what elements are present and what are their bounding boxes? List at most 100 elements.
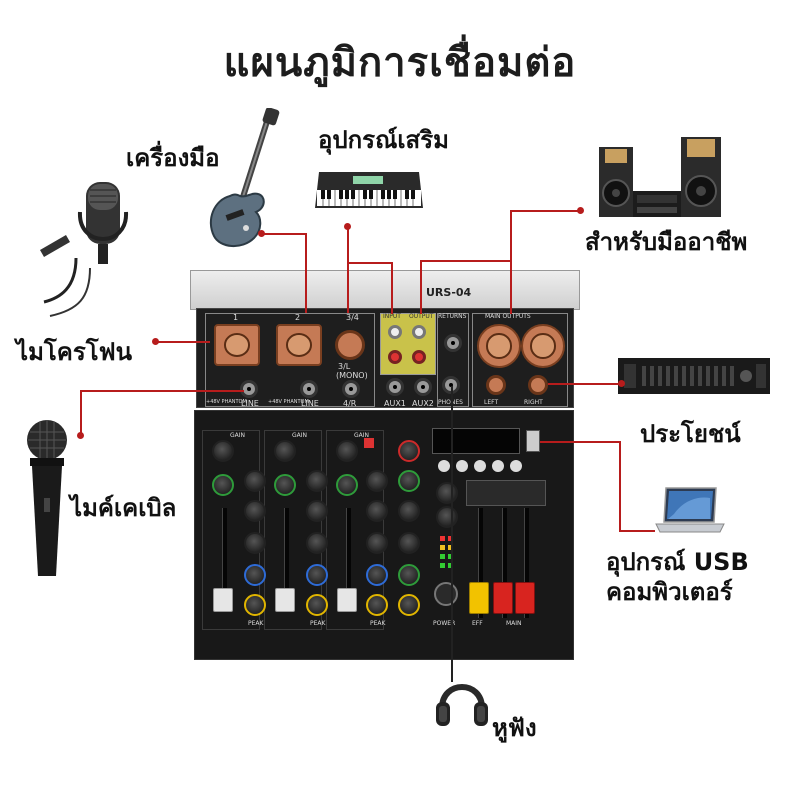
wire-cable-mic-h [80,390,244,392]
knob-ch1-b[interactable] [244,470,266,492]
media-btn-5[interactable] [510,460,522,472]
phones-label: PHONES [438,399,463,406]
knob-gain-2[interactable] [274,440,296,462]
amplifier-icon [618,358,770,394]
knob-ch34-a[interactable] [336,474,358,496]
knob-gain-34[interactable] [336,440,358,462]
dot-cable-mic [77,432,84,439]
fader-cap-2[interactable] [275,588,295,612]
ch1-label: 1 [233,313,239,322]
input-section-frame [205,313,375,407]
xlr-main-right[interactable] [521,324,565,368]
usb-port[interactable] [526,430,540,452]
fader-track-eff [478,508,483,618]
knob-ch2-d[interactable] [306,532,328,554]
mono-l-label: 3/L [338,362,351,371]
jack-line-1[interactable] [240,380,258,398]
fader-track-main-l [502,508,507,618]
fader-cap-eff[interactable] [469,582,489,614]
knob-efx-1[interactable] [398,440,420,462]
jack-3l-mono[interactable] [335,330,365,360]
gain-label-2: GAIN [292,432,308,439]
xlr-input-2[interactable] [276,324,322,366]
rca-in-white[interactable] [388,325,402,339]
fader-cap-main-r[interactable] [515,582,535,614]
aux2-label: AUX2 [412,399,434,408]
ch34-red-button[interactable] [364,438,374,448]
gain-label-34: GAIN [354,432,370,439]
returns-frame [437,313,469,407]
right-label: RIGHT [524,399,543,406]
jack-aux2[interactable] [414,378,432,396]
media-btn-2[interactable] [456,460,468,472]
fader-track-34 [346,508,351,612]
knob-ch2-f[interactable] [306,594,328,616]
wire-amplifier [548,383,620,385]
label-accessory: อุปกรณ์เสริม [318,126,449,154]
knob-ch2-b[interactable] [306,470,328,492]
left-label: LEFT [484,399,499,406]
knob-ch34-f[interactable] [366,594,388,616]
knob-ch1-d[interactable] [244,532,266,554]
wire-professional-h2 [420,260,512,262]
knob-rec[interactable] [436,506,458,528]
rca-out-white[interactable] [412,325,426,339]
wire-usb-h2 [619,530,655,532]
rca-out-red[interactable] [412,350,426,364]
fader-cap-main-l[interactable] [493,582,513,614]
knob-efx-5[interactable] [398,564,420,586]
knob-efx-6[interactable] [398,594,420,616]
line-label-2: LINE [301,399,319,408]
jack-returns[interactable] [444,334,462,352]
channel-strip-2 [264,430,322,630]
r4-label: 4/R [343,399,357,408]
knob-ch34-e[interactable] [366,564,388,586]
channel-strip-34 [326,430,384,630]
wire-instrument-v [305,233,307,313]
wire-usb-v [619,441,621,531]
wire-cable-mic-v [80,390,82,434]
rca-in-red[interactable] [388,350,402,364]
headphones-icon [436,684,488,726]
input-label: INPUT [383,313,401,320]
fader-cap-1[interactable] [213,588,233,612]
knob-ch2-c[interactable] [306,500,328,522]
knob-efx-4[interactable] [398,532,420,554]
wire-professional-v2 [420,260,422,314]
knob-ch34-d[interactable] [366,532,388,554]
label-usb-device: อุปกรณ์ USB [606,548,749,576]
knob-ch34-c[interactable] [366,500,388,522]
ch34-label: 3/4 [346,313,359,322]
page-title: แผนภูมิการเชื่อมต่อ [223,40,577,86]
channel-strip-1 [202,430,260,630]
media-btn-3[interactable] [474,460,486,472]
power-label: POWER [433,620,456,627]
knob-ch2-e[interactable] [306,564,328,586]
main-jack-right[interactable] [528,375,548,395]
jack-4r[interactable] [342,380,360,398]
knob-efx-2[interactable] [398,470,420,492]
jack-aux1[interactable] [386,378,404,396]
knob-ch1-e[interactable] [244,564,266,586]
knob-program[interactable] [436,482,458,504]
dot-instrument [258,230,265,237]
knob-ch34-b[interactable] [366,470,388,492]
media-btn-1[interactable] [438,460,450,472]
knob-ch2-a[interactable] [274,474,296,496]
knob-gain-1[interactable] [212,440,234,462]
gain-label-1: GAIN [230,432,246,439]
knob-ch1-f[interactable] [244,594,266,616]
knob-ch1-c[interactable] [244,500,266,522]
media-btn-4[interactable] [492,460,504,472]
power-button[interactable] [434,582,458,606]
knob-efx-3[interactable] [398,500,420,522]
xlr-main-left[interactable] [477,324,521,368]
wire-usb-h [540,441,620,443]
jack-line-2[interactable] [300,380,318,398]
xlr-input-1[interactable] [214,324,260,366]
rca-block [380,313,436,375]
fader-cap-34[interactable] [337,588,357,612]
main-outputs-frame [472,313,568,407]
knob-ch1-a[interactable] [212,474,234,496]
main-jack-left[interactable] [486,375,506,395]
